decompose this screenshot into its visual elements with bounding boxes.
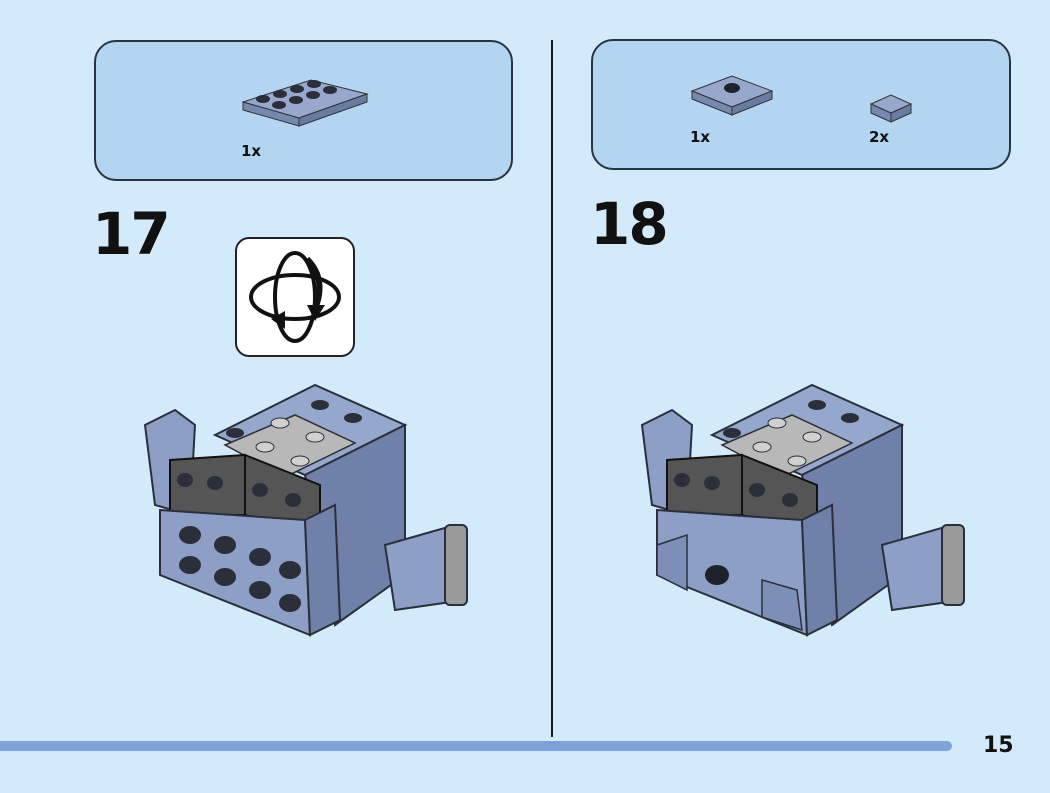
- step-number: 18: [590, 190, 669, 258]
- plate-2x4-icon: [241, 79, 369, 127]
- page-progress-bar: [0, 741, 952, 751]
- jumper-plate-2x2-icon: [690, 75, 774, 116]
- part-quantity: 1x: [690, 128, 711, 146]
- parts-callout-step-17: 1x: [94, 40, 513, 181]
- page-number: 15: [983, 733, 1014, 758]
- part-quantity: 2x: [869, 128, 890, 146]
- parts-callout-step-18: 1x 2x: [591, 39, 1011, 170]
- model-step-17: [143, 383, 468, 637]
- tile-1x1-icon: [869, 94, 913, 123]
- step-divider: [551, 40, 553, 737]
- step-number: 17: [92, 200, 171, 268]
- model-step-18: [640, 383, 965, 637]
- rotate-model-icon: [235, 237, 355, 357]
- part-quantity: 1x: [241, 142, 262, 160]
